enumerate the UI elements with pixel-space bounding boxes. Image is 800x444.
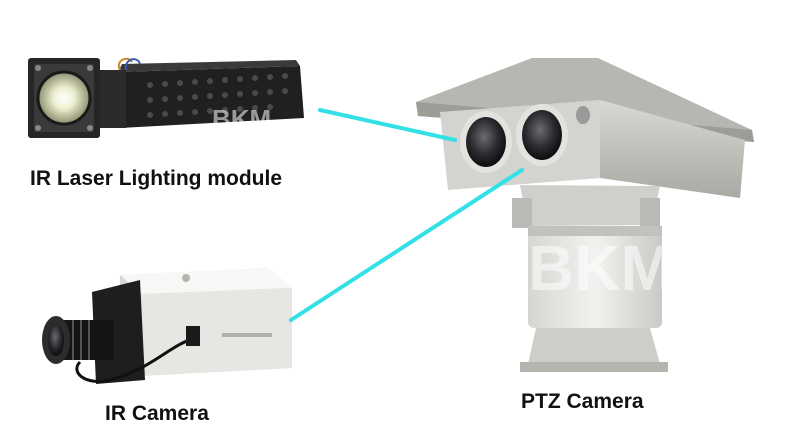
arrow-laser-to-ptz xyxy=(318,108,457,142)
laser-module-icon xyxy=(28,57,304,138)
label-ptz-camera: PTZ Camera xyxy=(521,390,644,413)
lens-ribs xyxy=(72,320,90,360)
arrow-ircam-to-ptz xyxy=(289,168,524,322)
ptz-camera-icon xyxy=(416,58,754,372)
label-ir-camera: IR Camera xyxy=(105,402,209,425)
watermark-ptz: BKM xyxy=(528,232,674,304)
watermark-laser: BKM xyxy=(212,104,271,134)
connector-lines xyxy=(289,108,524,322)
box-camera-icon xyxy=(42,268,292,384)
heatsink-vents xyxy=(147,73,288,118)
label-laser-module: IR Laser Lighting module xyxy=(30,167,283,190)
